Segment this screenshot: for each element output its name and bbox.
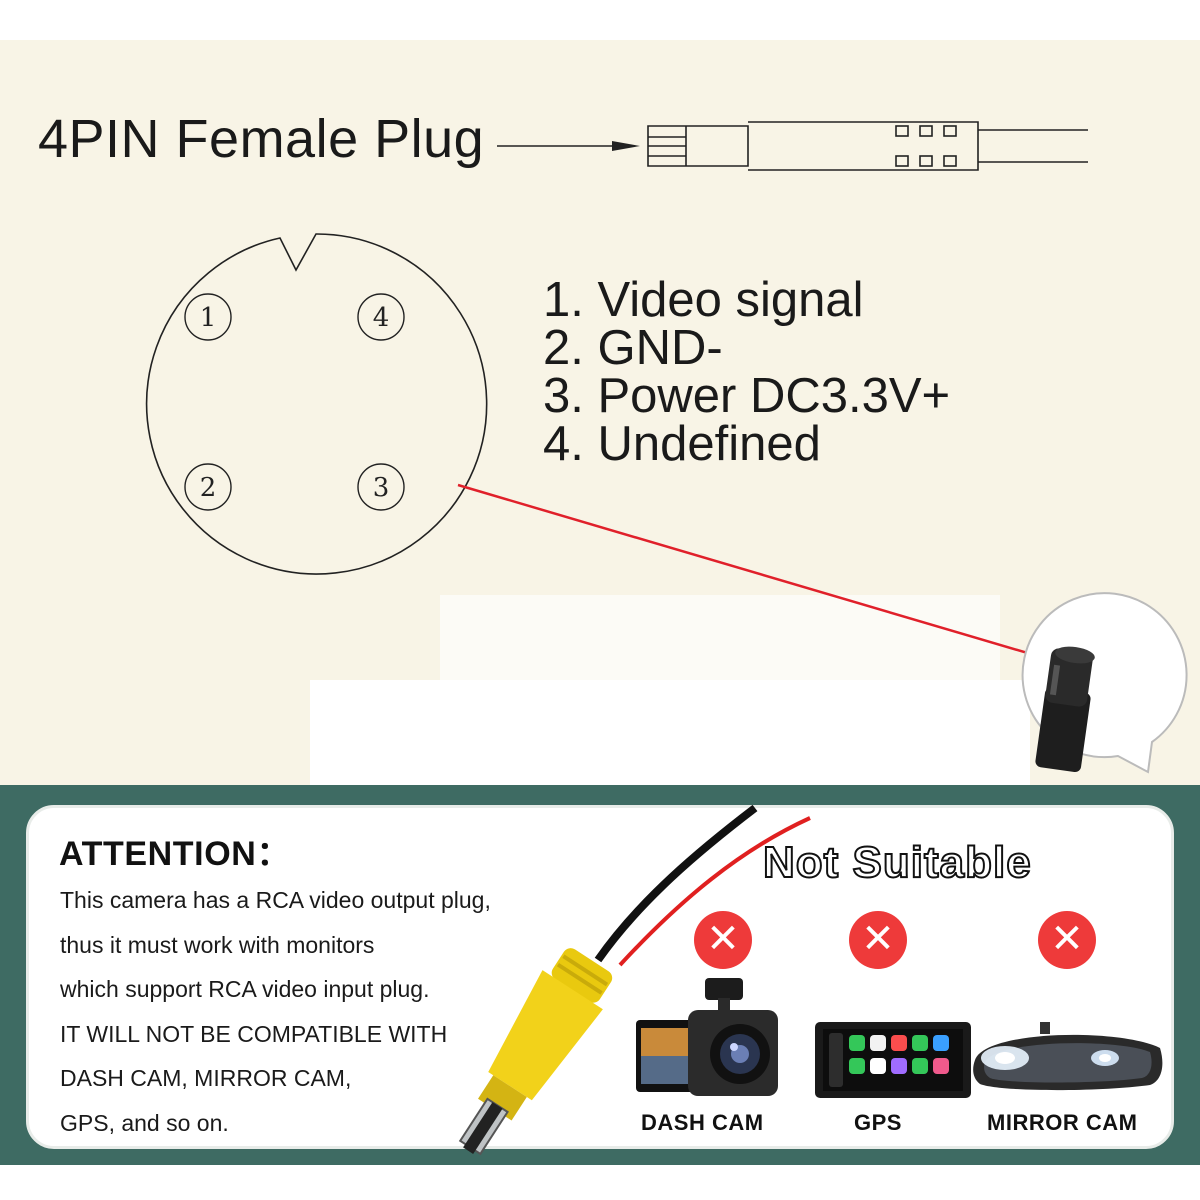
plug-title: 4PIN Female Plug [38,109,485,169]
connector-photo-callout [1021,592,1188,774]
pin-2-circle [184,463,232,511]
pin-number: 2 [200,473,217,503]
device-label-gps: GPS [854,1110,902,1135]
connector-face-icon: 1 4 2 3 [145,233,488,575]
attention-line: This camera has a RCA video output plug, [60,887,491,913]
x-mark-icon: ✕ [694,911,752,969]
pinout-item-4: 4. Undefined [543,417,821,471]
pointer-line [457,483,1059,664]
pinout-item-1: 1. Video signal [543,273,864,327]
attention-line: thus it must work with monitors [60,931,375,958]
pinout-item-3: 3. Power DC3.3V+ [543,369,951,423]
pin-number: 1 [200,303,217,333]
pin-number: 3 [373,473,390,503]
pin-3-circle [357,463,405,511]
device-label-mirror-cam: MIRROR CAM [987,1110,1138,1135]
pin-4-circle [357,293,405,341]
attention-line: DASH CAM, MIRROR CAM, [60,1065,352,1091]
plug-connector-icon [1035,646,1095,773]
not-suitable-heading: Not Suitable [762,837,1032,888]
pin-1-circle [184,293,232,341]
background-patch [440,595,1000,685]
device-label-dash-cam: DASH CAM [641,1110,764,1135]
attention-line: GPS, and so on. [60,1109,229,1136]
attention-line: IT WILL NOT BE COMPATIBLE WITH [60,1020,448,1047]
x-mark-icon: ✕ [849,911,907,969]
diagram-panel [0,40,1200,790]
pinout-item-2: 2. GND- [543,321,723,375]
background-patch [310,680,1030,790]
x-mark-icon: ✕ [1038,911,1096,969]
pinout-list: 1. Video signal 2. GND- 3. Power DC3.3V+… [543,273,951,471]
mirror-cam-icon [973,1022,1163,1091]
plug-side-view-icon [497,121,1088,171]
attention-text: This camera has a RCA video output plug,… [60,878,491,1145]
dash-cam-icon [636,978,778,1096]
rca-cable-icon [458,804,811,1156]
gps-screen-icon [815,1022,971,1098]
attention-line: which support RCA video input plug. [60,976,430,1002]
attention-title: ATTENTION： [59,835,292,873]
pin-number: 4 [373,303,390,333]
